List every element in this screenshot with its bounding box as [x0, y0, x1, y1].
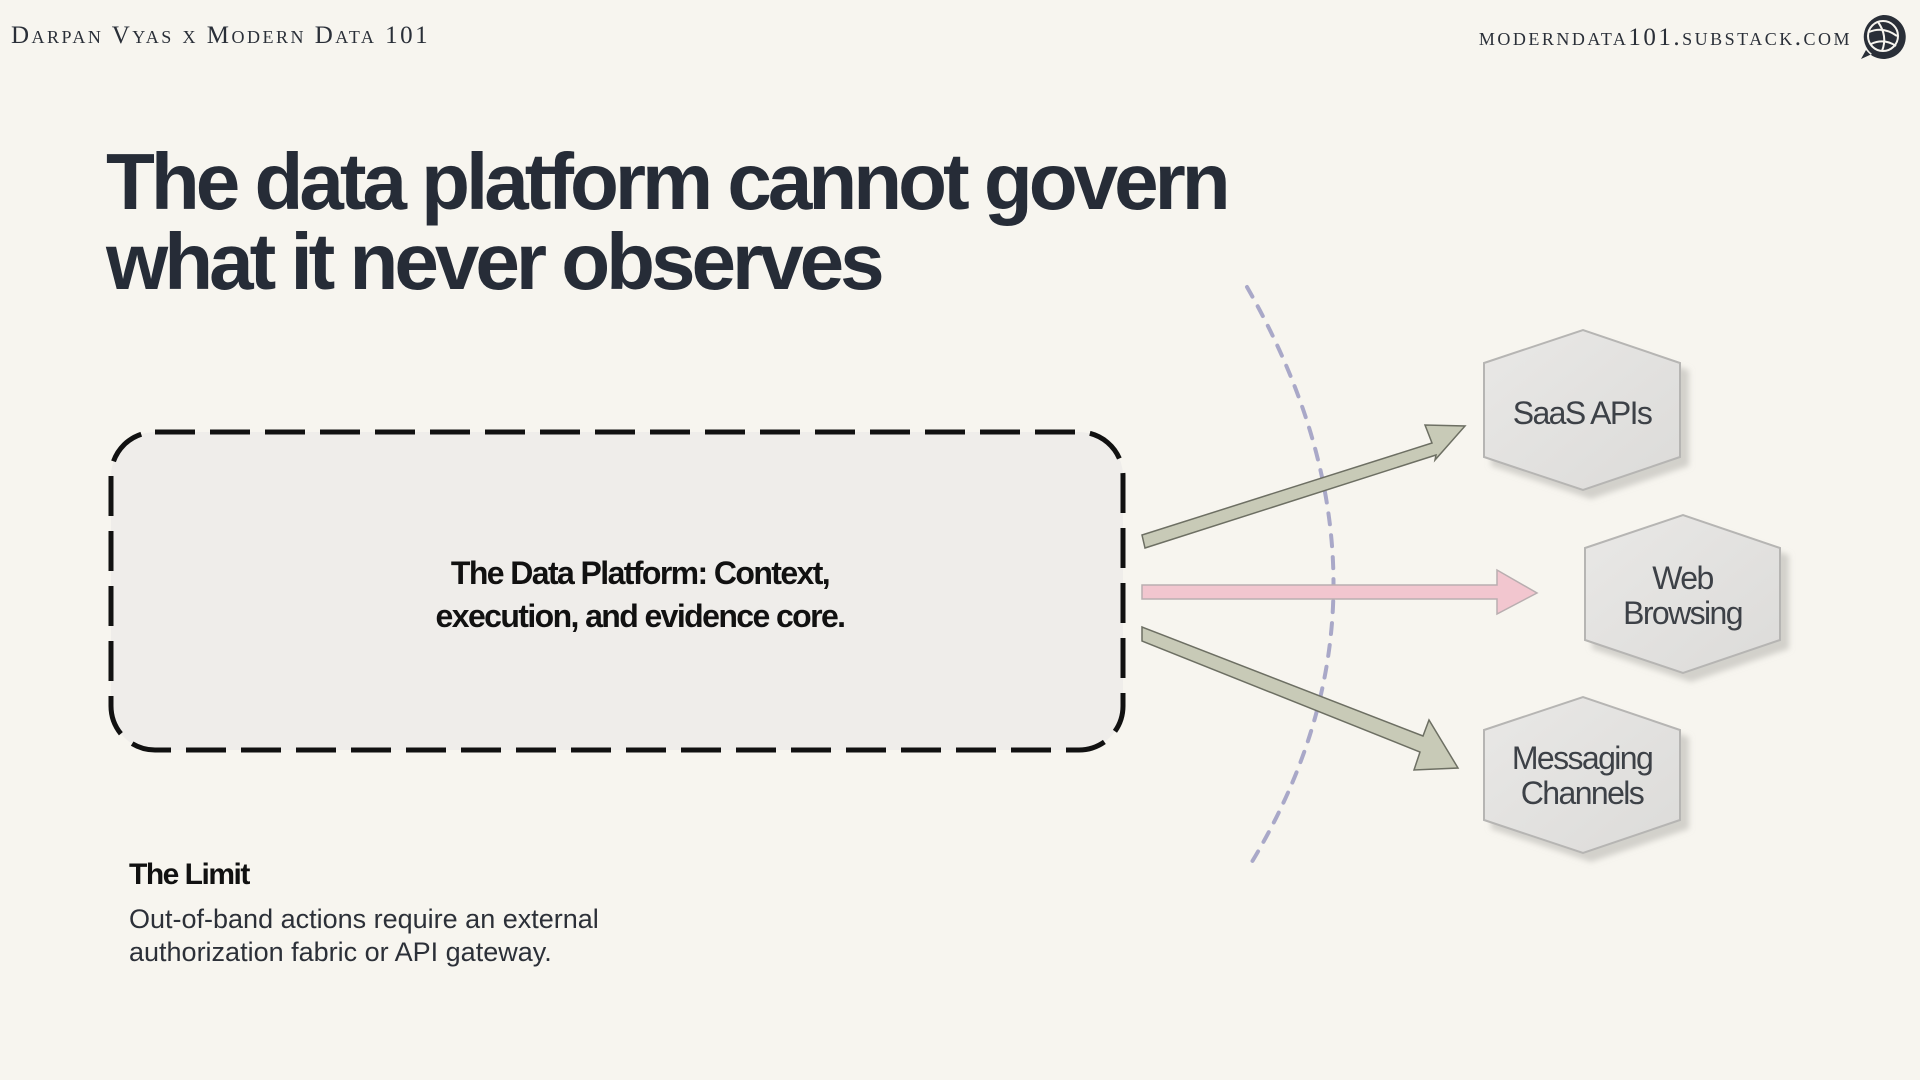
hexagon-label-line: Channels	[1520, 775, 1645, 811]
globe-chat-icon	[1861, 14, 1906, 60]
hexagon-web-browsing	[1584, 513, 1781, 675]
limit-description-line-1: Out-of-band actions require an external	[129, 904, 599, 934]
header-right-url[interactable]: moderndata101.substack.com	[1478, 24, 1852, 51]
hexagon-label-line: Browsing	[1623, 595, 1743, 631]
limit-description: Out-of-band actions require an external …	[129, 903, 729, 969]
platform-label: The Data Platform: Context, execution, a…	[340, 552, 940, 638]
title-line-1: The data platform cannot govern	[106, 137, 1231, 226]
limit-description-line-2: authorization fabric or API gateway.	[129, 937, 552, 967]
hexagon-label-saas-apis: SaaS APIs	[1484, 396, 1680, 431]
hexagon-label-line: Web	[1652, 560, 1714, 596]
header-left-credit: Darpan Vyas x Modern Data 101	[11, 22, 431, 49]
hexagon-saas-apis	[1483, 328, 1681, 492]
hexagon-label-line: SaaS APIs	[1512, 395, 1653, 431]
hexagon-messaging-channels	[1483, 695, 1681, 855]
hexagon-label-web-browsing: Web Browsing	[1585, 561, 1780, 631]
arrow-to-saas-apis	[1141, 424, 1467, 549]
limit-heading: The Limit	[129, 858, 250, 891]
arrow-to-web-browsing	[1141, 568, 1539, 616]
platform-box	[108, 429, 1126, 753]
platform-label-line-1: The Data Platform: Context,	[450, 555, 831, 591]
hexagon-label-line: Messaging	[1511, 740, 1654, 776]
title-line-2: what it never observes	[106, 217, 885, 306]
platform-label-line-2: execution, and evidence core.	[435, 598, 846, 634]
hexagon-label-messaging-channels: Messaging Channels	[1484, 741, 1680, 811]
arrow-to-messaging-channels	[1141, 625, 1460, 771]
page-title: The data platform cannot govern what it …	[106, 142, 1346, 302]
observation-boundary-arc	[1245, 285, 1336, 872]
